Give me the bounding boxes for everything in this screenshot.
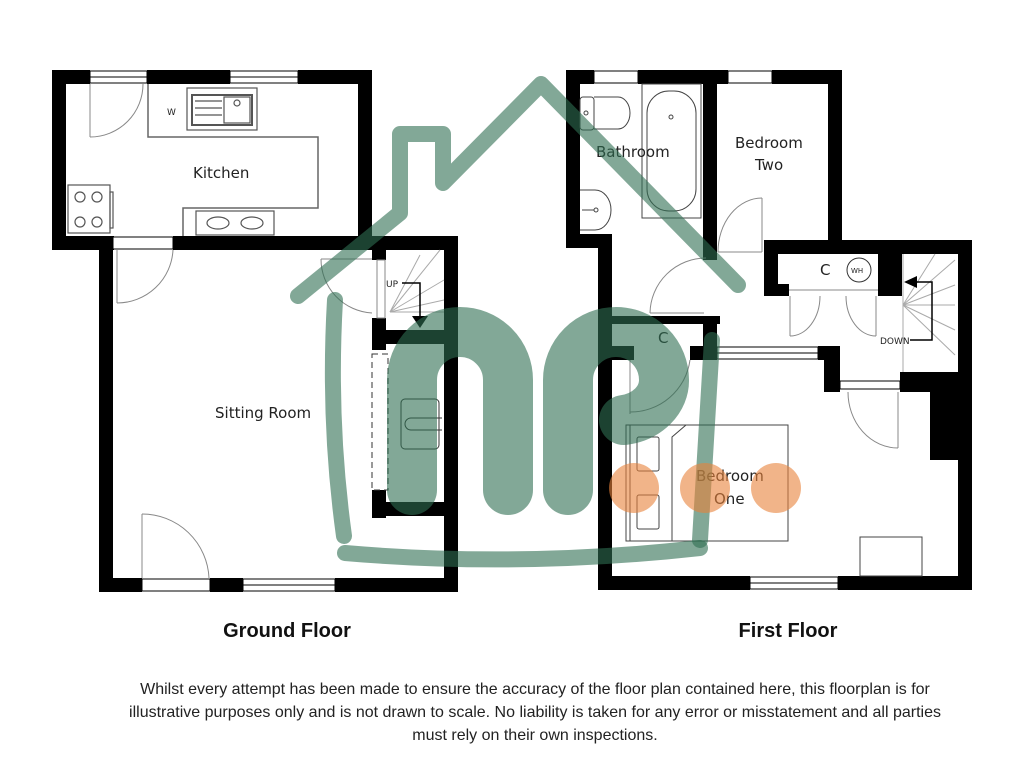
- kitchen-door: [89, 83, 144, 138]
- house-roof-icon: [290, 76, 746, 304]
- kitchen-sink: [186, 87, 258, 131]
- airing-cupboard: [846, 257, 872, 283]
- kitchen-label: Kitchen: [193, 164, 249, 182]
- logo-letter-n-icon: [387, 307, 533, 515]
- cupboard-label-1: C: [820, 261, 830, 279]
- washer-label: W: [167, 108, 176, 118]
- kitchen-windows: [89, 70, 299, 84]
- kitchen-sink-double-icon: [195, 210, 275, 236]
- water-heater-label: WH: [851, 267, 863, 275]
- stairs-up-label: UP: [386, 280, 399, 290]
- disclaimer-text: Whilst every attempt has been made to en…: [129, 681, 941, 744]
- kitchen-walls: [52, 70, 458, 250]
- stairs-down-arrow-icon: [904, 276, 933, 341]
- house-walls-icon: [324, 292, 720, 568]
- first-floor-title: First Floor: [738, 620, 838, 642]
- house-logo-watermark: [290, 76, 746, 568]
- first-floor-windows: [593, 70, 901, 590]
- chest-of-drawers: [859, 536, 923, 577]
- sitting-room-windows: [112, 236, 336, 592]
- stairs-down: [902, 253, 956, 372]
- first-floor-doors: [629, 197, 899, 449]
- ground-floor-title: Ground Floor: [223, 620, 351, 642]
- logo-letter-p-icon: [543, 307, 689, 515]
- first-floor-plan: Bathroom Bedroom Two C WH C: [566, 70, 972, 590]
- accent-dots: [609, 463, 801, 513]
- stairs-up: [389, 249, 445, 313]
- bedroom-two-label-line1: Bedroom: [735, 134, 803, 152]
- stairs-down-label: DOWN: [880, 337, 910, 347]
- kitchen-worktops: [147, 84, 319, 236]
- washbasin-icon: [580, 189, 612, 231]
- bedroom-two-label-line2: Two: [754, 156, 783, 174]
- hob-icon: [67, 184, 114, 234]
- sitting-room-label: Sitting Room: [215, 404, 311, 422]
